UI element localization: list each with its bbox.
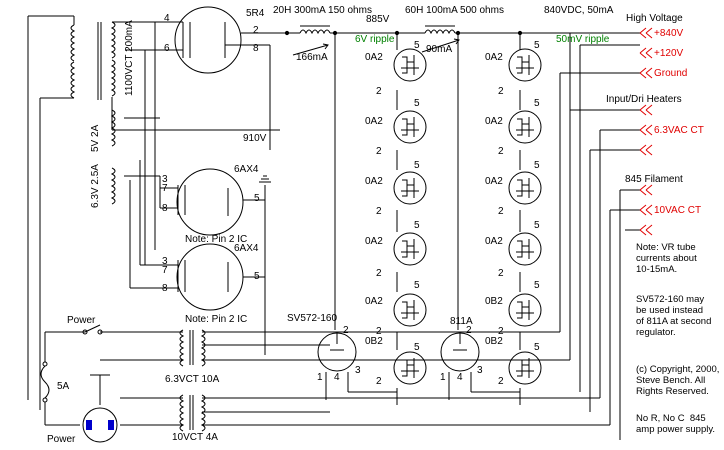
vr-left-2-label: 0A2 [365, 116, 383, 127]
t811-pin-4: 4 [457, 372, 463, 383]
vr-pin: 5 [414, 342, 420, 353]
rect-pin-6: 6 [164, 43, 170, 54]
vr-left-1-label: 0A2 [365, 52, 383, 63]
vr-pin: 2 [376, 146, 382, 157]
vr-pin: 5 [414, 280, 420, 291]
vr-pin: 2 [376, 376, 382, 387]
output-120v: +120V [654, 48, 684, 59]
sv572-label: SV572-160 [287, 313, 338, 324]
output-jacks [639, 27, 653, 236]
vr-pin: 2 [498, 146, 504, 157]
power-switch-label: Power [67, 315, 96, 326]
note-title: No R, No C 845 amp power supply. [636, 413, 716, 435]
high-voltage-label: High Voltage [626, 13, 683, 24]
vr-pin: 5 [414, 160, 420, 171]
choke2-current: 90mA [426, 44, 453, 55]
rectifier-label: 5R4 [246, 8, 265, 19]
output-ground: Ground [654, 68, 688, 79]
vr-pin: 5 [414, 40, 420, 51]
vr-pin: 2 [376, 206, 382, 217]
choke2-label: 60H 100mA 500 ohms [405, 5, 504, 16]
vr-left-3-label: 0A2 [365, 176, 383, 187]
t811-pin-2: 2 [466, 325, 472, 336]
power-plug-label: Power [47, 434, 76, 445]
ripple1-label: 6V ripple [355, 34, 395, 45]
damper2-pin-7: 7 [162, 265, 168, 276]
t811-label: 811A [450, 316, 473, 327]
output-10vac: 10VAC CT [654, 205, 702, 216]
damper1-pin-5: 5 [254, 193, 260, 204]
damper2-label: 6AX4 [234, 243, 259, 254]
note-copyright: (c) Copyright, 2000, Steve Bench. All Ri… [636, 364, 720, 397]
vr-pin: 5 [414, 220, 420, 231]
damper2-pin-3: 3 [162, 256, 168, 267]
vr-pin: 5 [414, 98, 420, 109]
vr-tube-string-left [393, 48, 427, 385]
xfmr-hv-label: 1100VCT 200mA [124, 20, 135, 96]
vr-pin: 5 [534, 160, 540, 171]
vr-pin: 2 [498, 86, 504, 97]
t811-pin-1: 1 [440, 372, 446, 383]
t811-pin-3: 3 [477, 365, 483, 376]
sv572-pin-4: 4 [334, 372, 340, 383]
xfmr-5v-label: 5V 2A [90, 124, 101, 152]
vr-pin: 5 [534, 342, 540, 353]
sv572-pin-1: 1 [317, 372, 323, 383]
damper1-pin-3: 3 [162, 174, 168, 185]
input-heaters-label: Input/Dri Heaters [606, 94, 682, 105]
damper1-note: Note: Pin 2 IC [185, 234, 248, 245]
choke1-current: 166mA [296, 52, 328, 63]
vr-right-6-label: 0B2 [485, 336, 503, 347]
vr-right-5-label: 0B2 [485, 296, 503, 307]
rect-pin-4: 4 [164, 13, 170, 24]
vr-right-3-label: 0A2 [485, 176, 503, 187]
vr-pin: 2 [498, 206, 504, 217]
output-63vac: 6.3VAC CT [654, 125, 704, 136]
output-spec: 840VDC, 50mA [544, 5, 614, 16]
vr-pin: 2 [498, 376, 504, 387]
v885-label: 885V [366, 14, 390, 25]
rect-pin-2: 2 [253, 25, 259, 36]
vr-pin: 2 [376, 86, 382, 97]
vr-right-1-label: 0A2 [485, 52, 503, 63]
fuse-label: 5A [57, 381, 70, 392]
v910-label: 910V [243, 133, 267, 144]
vr-pin: 5 [534, 98, 540, 109]
xfmr-63ct-label: 6.3VCT 10A [165, 374, 220, 385]
vr-left-4-label: 0A2 [365, 236, 383, 247]
damper2-pin-8: 8 [162, 283, 168, 294]
damper1-label: 6AX4 [234, 164, 259, 175]
vr-right-2-label: 0A2 [485, 116, 503, 127]
rect-pin-8: 8 [253, 43, 259, 54]
vr-pin: 2 [498, 326, 504, 337]
vr-right-4-label: 0A2 [485, 236, 503, 247]
vr-left-6-label: 0B2 [365, 336, 383, 347]
note-vr-current: Note: VR tube currents about 10-15mA. [636, 242, 697, 275]
damper1-pin-7: 7 [162, 183, 168, 194]
damper1-pin-8: 8 [162, 203, 168, 214]
vr-pin: 2 [498, 268, 504, 279]
vr-pin: 2 [376, 326, 382, 337]
sv572-pin-2: 2 [343, 325, 349, 336]
sv572-pin-3: 3 [355, 365, 361, 376]
ripple2-label: 50mV ripple [556, 34, 610, 45]
filament-845-label: 845 Filament [625, 174, 683, 185]
output-840v: +840V [654, 28, 684, 39]
damper2-note: Note: Pin 2 IC [185, 314, 248, 325]
vr-pin: 5 [534, 40, 540, 51]
vr-pin: 2 [376, 268, 382, 279]
vr-pin: 5 [534, 220, 540, 231]
damper2-pin-5: 5 [254, 271, 260, 282]
choke1-label: 20H 300mA 150 ohms [273, 5, 372, 16]
xfmr-10ct-label: 10VCT 4A [172, 432, 218, 443]
xfmr-63v-label: 6.3V 2.5A [90, 164, 101, 208]
vr-left-5-label: 0A2 [365, 296, 383, 307]
vr-pin: 5 [534, 280, 540, 291]
note-sv572: SV572-160 may be used instead of 811A at… [636, 294, 712, 338]
